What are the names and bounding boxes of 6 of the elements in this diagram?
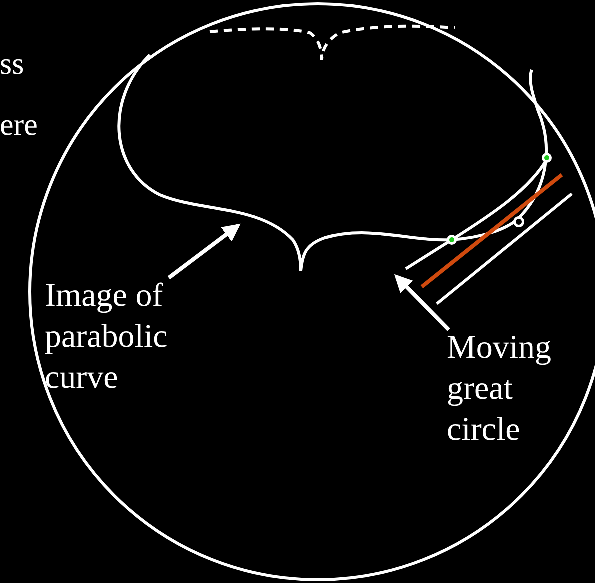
text-fragment: ss — [0, 45, 24, 83]
callout-text: Moving great circle — [447, 328, 572, 451]
arrow — [168, 224, 241, 280]
text-fragment: ere — [0, 106, 38, 144]
callout-text: Image of parabolic curve — [45, 276, 171, 399]
arrow — [394, 274, 450, 332]
